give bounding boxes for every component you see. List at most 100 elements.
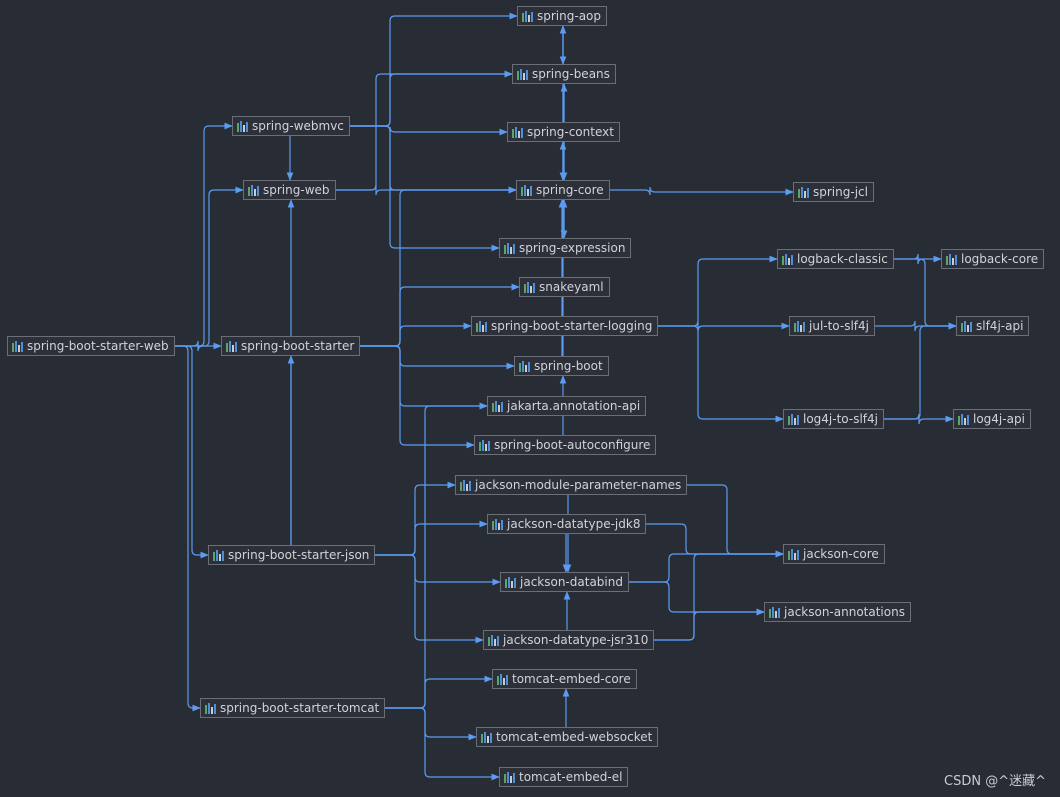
edge-webmvc-to-beans	[350, 70, 513, 127]
node-jakarta[interactable]: jakarta.annotation-api	[487, 396, 647, 416]
module-icon	[460, 479, 471, 491]
edge-core-to-jcl	[610, 186, 794, 196]
edge-starter-logging-to-log4j-to-slf4j	[658, 325, 784, 423]
node-tomcat-core[interactable]: tomcat-embed-core	[492, 669, 637, 689]
node-jul-to-slf4j[interactable]: jul-to-slf4j	[789, 316, 875, 336]
module-icon	[517, 68, 528, 80]
node-boot[interactable]: spring-boot	[514, 356, 609, 376]
module-icon	[522, 10, 533, 22]
edge-starter-json-to-jackson-jsr310	[375, 554, 484, 644]
edge-starter-tomcat-to-jakarta	[385, 402, 488, 709]
edge-starter-tomcat-to-tomcat-websocket	[385, 707, 477, 741]
module-icon	[782, 253, 793, 265]
node-label: spring-aop	[537, 9, 602, 23]
edge-starter-web-to-web	[175, 186, 244, 347]
node-jackson-param-names[interactable]: jackson-module-parameter-names	[455, 475, 688, 495]
module-icon	[226, 340, 237, 352]
node-label: spring-core	[536, 183, 604, 197]
module-icon	[788, 413, 799, 425]
edge-starter-web-to-starter	[175, 340, 222, 352]
node-label: logback-classic	[797, 252, 888, 266]
edge-starter-web-to-webmvc	[175, 122, 233, 347]
node-tomcat-websocket[interactable]: tomcat-embed-websocket	[476, 727, 659, 747]
node-jackson-jdk8[interactable]: jackson-datatype-jdk8	[487, 514, 647, 534]
node-label: spring-boot-starter-json	[228, 548, 370, 562]
module-icon	[504, 242, 515, 254]
node-label: spring-boot-starter-tomcat	[220, 701, 380, 715]
module-icon	[769, 606, 780, 618]
node-aop[interactable]: spring-aop	[517, 6, 608, 26]
node-expression[interactable]: spring-expression	[499, 238, 632, 258]
node-label: spring-boot	[534, 359, 603, 373]
edge-starter-to-core	[360, 186, 517, 347]
node-label: jackson-datatype-jdk8	[507, 517, 641, 531]
edge-jackson-databind-to-jackson-core	[629, 550, 784, 583]
node-logback-classic[interactable]: logback-classic	[777, 249, 894, 269]
node-web[interactable]: spring-web	[243, 180, 336, 200]
module-icon	[946, 253, 957, 265]
node-label: spring-boot-starter-web	[27, 339, 169, 353]
node-label: jackson-core	[803, 547, 879, 561]
edge-webmvc-to-core	[350, 125, 517, 194]
edge-starter-to-starter-logging	[360, 322, 472, 347]
module-icon	[505, 576, 516, 588]
node-autoconfigure[interactable]: spring-boot-autoconfigure	[474, 435, 657, 455]
node-label: spring-boot-starter	[241, 339, 355, 353]
module-icon	[479, 439, 490, 451]
module-icon	[497, 673, 508, 685]
node-core[interactable]: spring-core	[516, 180, 610, 200]
module-icon	[794, 320, 805, 332]
edge-starter-json-to-jackson-databind	[375, 554, 501, 586]
node-logback-core[interactable]: logback-core	[941, 249, 1045, 269]
node-jackson-core[interactable]: jackson-core	[783, 544, 885, 564]
node-jackson-databind[interactable]: jackson-databind	[500, 572, 629, 592]
node-tomcat-el[interactable]: tomcat-embed-el	[499, 767, 629, 787]
module-icon	[12, 340, 23, 352]
module-icon	[512, 126, 523, 138]
node-starter[interactable]: spring-boot-starter	[221, 336, 361, 356]
node-slf4j-api[interactable]: slf4j-api	[956, 316, 1030, 336]
node-jackson-annotations[interactable]: jackson-annotations	[764, 602, 911, 622]
edge-log4j-to-slf4j-to-slf4j-api	[884, 322, 957, 420]
node-starter-json[interactable]: spring-boot-starter-json	[208, 545, 376, 565]
module-icon	[788, 548, 799, 560]
node-beans[interactable]: spring-beans	[512, 64, 616, 84]
node-label: jackson-annotations	[784, 605, 905, 619]
node-jackson-jsr310[interactable]: jackson-datatype-jsr310	[483, 630, 655, 650]
node-label: jackson-module-parameter-names	[475, 478, 682, 492]
node-label: spring-webmvc	[252, 119, 344, 133]
module-icon	[248, 184, 259, 196]
node-log4j-api[interactable]: log4j-api	[953, 409, 1031, 429]
node-snakeyaml[interactable]: snakeyaml	[519, 277, 610, 297]
watermark: CSDN @^迷藏^	[944, 774, 1046, 789]
node-starter-logging[interactable]: spring-boot-starter-logging	[471, 316, 659, 336]
node-label: spring-boot-autoconfigure	[494, 438, 651, 452]
edge-logback-classic-to-slf4j-api	[894, 258, 957, 330]
edge-jackson-jsr310-to-jackson-annotations	[654, 608, 765, 641]
module-icon	[961, 320, 972, 332]
edge-starter-web-to-starter-json	[175, 345, 209, 559]
node-webmvc[interactable]: spring-webmvc	[232, 116, 350, 136]
node-starter-tomcat[interactable]: spring-boot-starter-tomcat	[200, 698, 386, 718]
node-log4j-to-slf4j[interactable]: log4j-to-slf4j	[783, 409, 884, 429]
node-label: jackson-databind	[520, 575, 623, 589]
node-label: spring-expression	[519, 241, 626, 255]
edge-jackson-jdk8-to-jackson-core	[646, 523, 784, 558]
module-icon	[488, 634, 499, 646]
node-label: log4j-to-slf4j	[803, 412, 878, 426]
node-starter-web[interactable]: spring-boot-starter-web	[7, 336, 175, 356]
module-icon	[524, 281, 535, 293]
module-icon	[476, 320, 487, 332]
node-label: jakarta.annotation-api	[507, 399, 641, 413]
module-icon	[519, 360, 530, 372]
node-jcl[interactable]: spring-jcl	[793, 182, 874, 202]
node-label: jackson-datatype-jsr310	[503, 633, 649, 647]
node-context[interactable]: spring-context	[507, 122, 620, 142]
module-icon	[492, 400, 503, 412]
edge-web-to-core	[336, 184, 517, 196]
module-icon	[798, 186, 809, 198]
edge-starter-to-boot	[360, 345, 515, 370]
edge-starter-logging-to-logback-classic	[658, 255, 778, 327]
edge-starter-to-autoconfigure	[360, 345, 475, 449]
